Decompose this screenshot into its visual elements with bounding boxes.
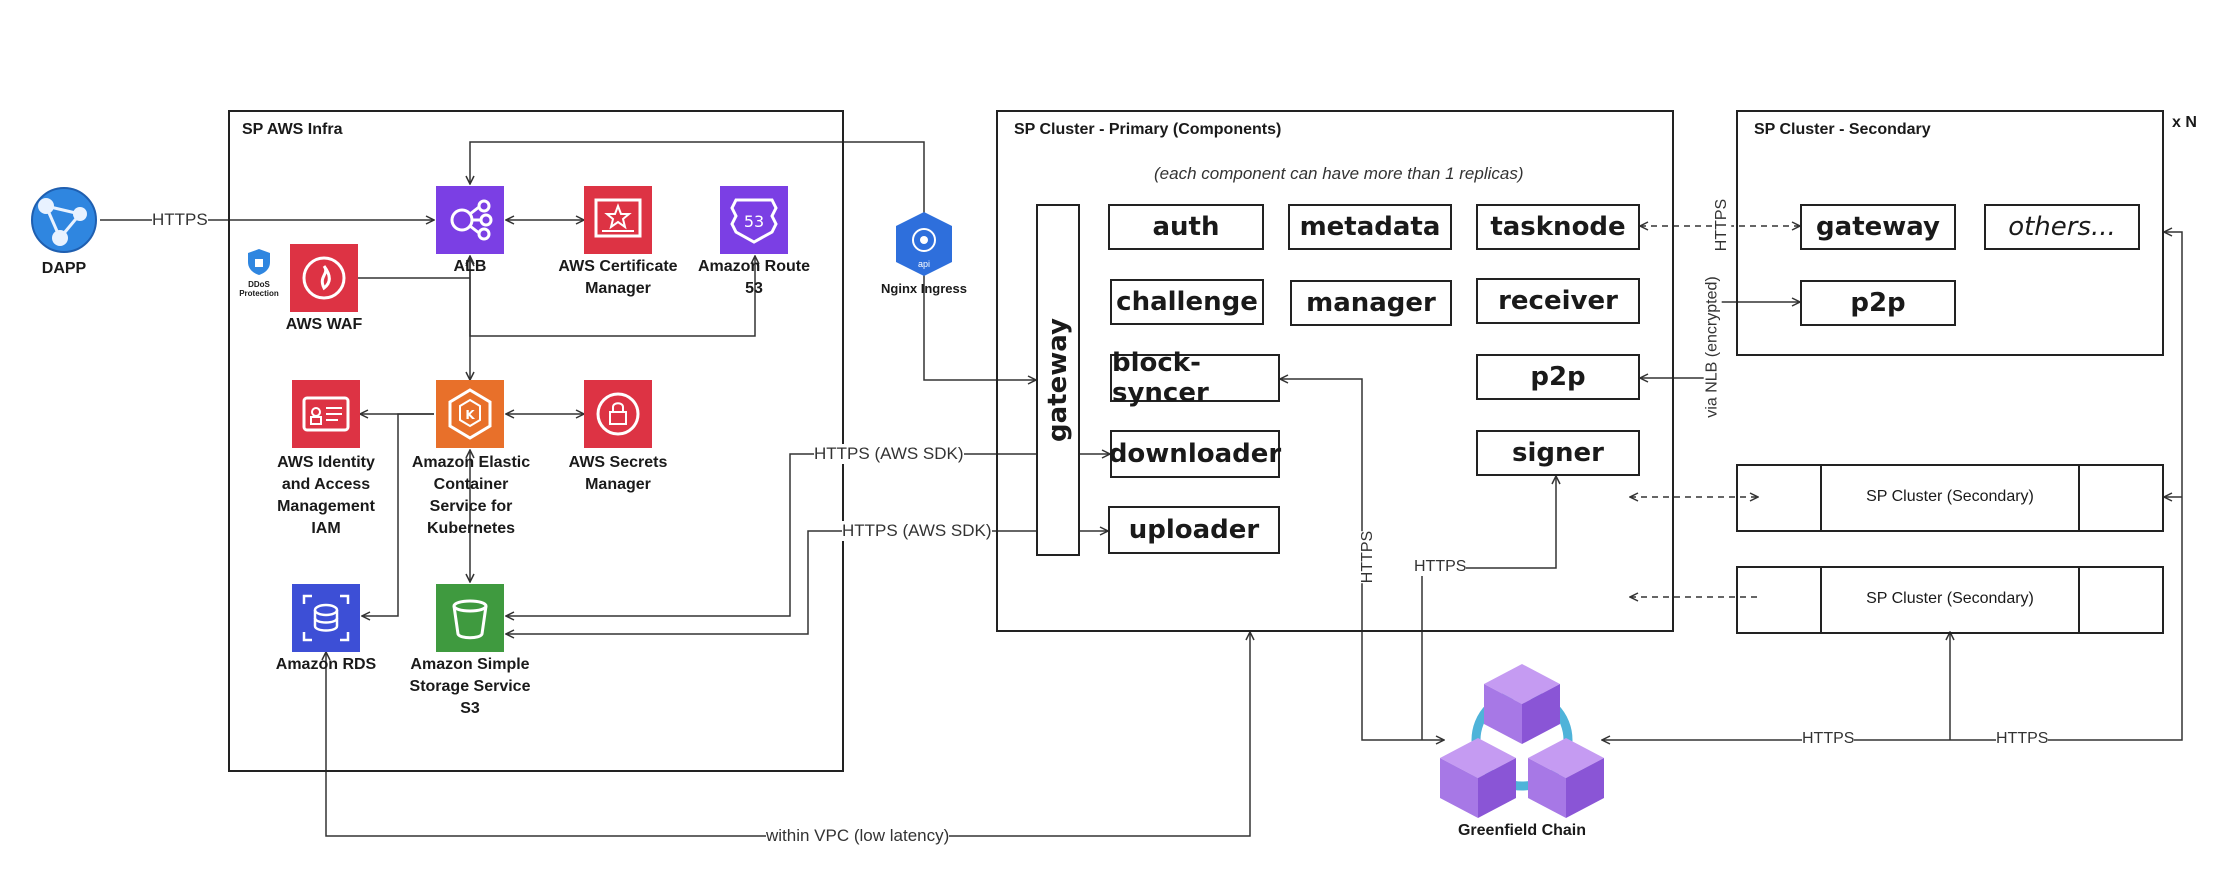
ddos-protection-label: DDoS Protection	[239, 280, 279, 298]
secondary-cluster-frame	[1736, 110, 2164, 356]
primary-gateway-label: gateway	[1043, 318, 1073, 442]
alb-label: ALB	[453, 258, 487, 275]
secrets-manager-label: AWS Secrets Manager	[568, 454, 668, 493]
ddos-protection-icon	[246, 248, 272, 276]
divider	[1820, 568, 1822, 632]
divider	[2078, 568, 2080, 632]
greenfield-chain-icon	[1440, 664, 1604, 818]
edge-signer-chain	[1421, 476, 1556, 740]
edge-label-https-chain-1: HTTPS	[1802, 730, 1855, 748]
secondary-cluster-box-1[interactable]: SP Cluster (Secondary)	[1736, 464, 2164, 532]
divider	[2078, 466, 2080, 530]
component-manager[interactable]: manager	[1290, 280, 1452, 326]
edge-label-https-vertical: HTTPS	[1713, 198, 1732, 252]
primary-cluster-title: SP Cluster - Primary (Components)	[1014, 121, 1282, 138]
component-uploader[interactable]: uploader	[1108, 506, 1280, 554]
edge-label-sdk-upload: HTTPS (AWS SDK)	[842, 521, 992, 541]
edge-label-dapp-https: HTTPS	[152, 210, 208, 230]
edge-alb-nginx-gateway	[470, 141, 1036, 380]
component-receiver[interactable]: receiver	[1476, 278, 1640, 324]
component-auth[interactable]: auth	[1108, 204, 1264, 250]
edge-label-via-nlb: via NLB (encrypted)	[1703, 276, 1722, 418]
certificate-manager-icon[interactable]	[584, 186, 652, 254]
certificate-manager-label: AWS Certificate Manager	[558, 258, 678, 297]
component-challenge[interactable]: challenge	[1110, 279, 1264, 325]
aws-infra-title: SP AWS Infra	[242, 121, 343, 138]
primary-gateway[interactable]: gateway	[1036, 204, 1080, 556]
eks-icon[interactable]: K	[436, 380, 504, 448]
aws-infra-frame	[228, 110, 844, 772]
edge-label-sdk-download: HTTPS (AWS SDK)	[814, 444, 964, 464]
secondary-others[interactable]: others...	[1984, 204, 2140, 250]
secondary-cluster-label: SP Cluster (Secondary)	[1866, 488, 2034, 505]
divider	[1820, 466, 1822, 530]
dapp-label: DAPP	[41, 260, 87, 277]
s3-label: Amazon Simple Storage Service S3	[409, 656, 531, 717]
nginx-badge: api	[917, 259, 930, 269]
s3-icon[interactable]	[436, 584, 504, 652]
nginx-ingress-label: Nginx Ingress	[881, 281, 967, 296]
nginx-ingress-icon	[896, 212, 952, 276]
secondary-gateway[interactable]: gateway	[1800, 204, 1956, 250]
waf-label: AWS WAF	[285, 316, 363, 333]
waf-icon[interactable]	[290, 244, 358, 312]
svg-text:53: 53	[744, 212, 764, 231]
primary-cluster-frame	[996, 110, 1674, 632]
edge-label-https-signer: HTTPS	[1414, 558, 1467, 576]
svg-text:K: K	[465, 408, 475, 422]
secondary-cluster-title: SP Cluster - Secondary	[1754, 121, 1931, 138]
component-downloader[interactable]: downloader	[1109, 430, 1281, 478]
route53-icon[interactable]: 53	[720, 186, 788, 254]
iam-label: AWS Identity and Access Management IAM	[277, 454, 375, 537]
secondary-cluster-box-2[interactable]: SP Cluster (Secondary)	[1736, 566, 2164, 634]
replicas-note: (each component can have more than 1 rep…	[1154, 164, 1524, 183]
edge-eks-rds	[362, 413, 434, 616]
component-metadata[interactable]: metadata	[1288, 204, 1452, 250]
component-tasknode[interactable]: tasknode	[1476, 204, 1640, 250]
rds-label: Amazon RDS	[275, 656, 377, 673]
component-block-syncer[interactable]: block-syncer	[1110, 348, 1280, 408]
multiplier-label: x N	[2172, 114, 2197, 131]
edge-chain-secondary	[1602, 232, 2183, 740]
component-p2p[interactable]: p2p	[1476, 354, 1640, 400]
secondary-cluster-label: SP Cluster (Secondary)	[1866, 590, 2034, 607]
edge-label-vpc: within VPC (low latency)	[766, 826, 950, 846]
eks-label: Amazon Elastic Container Service for Kub…	[411, 454, 531, 537]
secrets-manager-icon[interactable]	[584, 380, 652, 448]
route53-label: Amazon Route 53	[698, 258, 810, 297]
dapp-icon	[31, 187, 97, 253]
rds-icon[interactable]	[292, 584, 360, 652]
secondary-p2p[interactable]: p2p	[1800, 280, 1956, 326]
edge-label-https-block-syncer: HTTPS	[1359, 530, 1378, 584]
iam-icon[interactable]	[292, 380, 360, 448]
greenfield-chain-label: Greenfield Chain	[1457, 822, 1587, 839]
alb-icon[interactable]	[436, 186, 504, 254]
component-signer[interactable]: signer	[1476, 430, 1640, 476]
edge-label-https-chain-2: HTTPS	[1996, 730, 2049, 748]
